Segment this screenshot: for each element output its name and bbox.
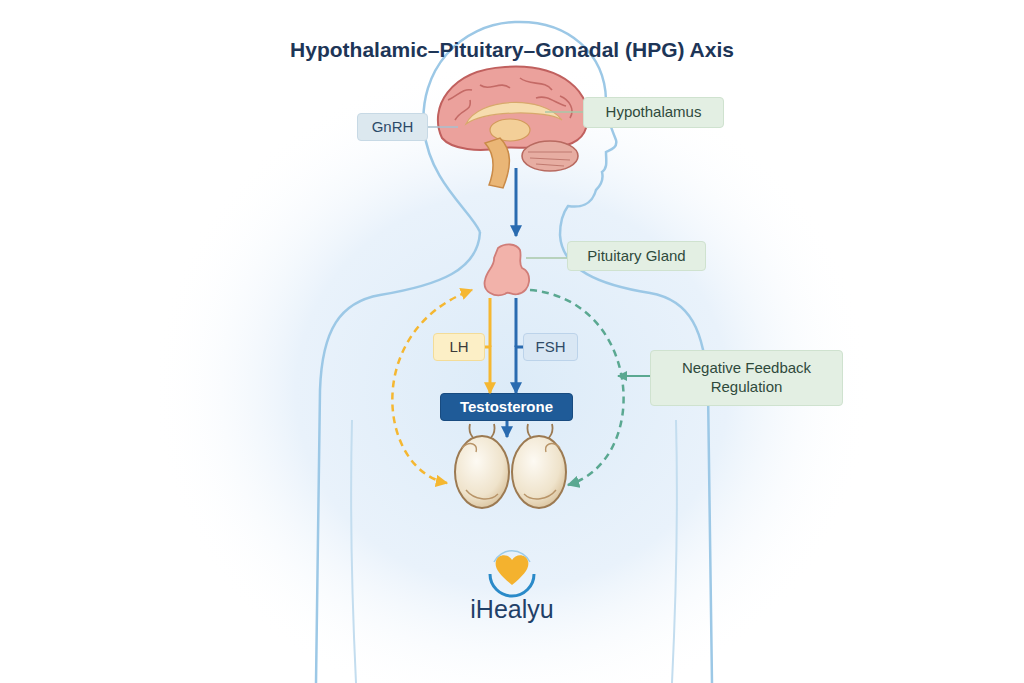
brainstem — [485, 138, 509, 188]
node-label: Negative Feedback Regulation — [661, 359, 832, 397]
note-box: Negative Feedback Regulation — [650, 350, 843, 406]
hormone-label: LH — [433, 333, 485, 361]
logo-heart — [496, 555, 529, 585]
leader-line — [545, 111, 583, 113]
testis-detail — [462, 444, 560, 499]
hormone-box: Testosterone — [440, 393, 573, 421]
node-label: Testosterone — [460, 398, 553, 417]
leader-line — [428, 126, 458, 128]
signal-arrow — [515, 168, 518, 236]
hormone-arrow — [516, 347, 523, 393]
thalamus — [490, 119, 530, 141]
diagram-title: Hypothalamic–Pituitary–Gonadal (HPG) Axi… — [262, 38, 762, 62]
node-label: Pituitary Gland — [587, 247, 685, 266]
body-outline — [560, 235, 712, 683]
fsh-line — [515, 298, 518, 347]
signal-arrow — [506, 421, 509, 437]
brain — [438, 67, 588, 150]
hormone-arrow — [485, 347, 490, 393]
arm-outline — [672, 420, 677, 683]
cerebellum — [522, 141, 578, 171]
hormone-label: FSH — [523, 333, 578, 361]
organ-label: Hypothalamus — [583, 97, 724, 128]
node-label: Hypothalamus — [606, 103, 702, 122]
arm-outline — [351, 420, 356, 683]
feedback-pointer — [618, 375, 650, 377]
lh-line — [489, 298, 492, 347]
cerebellum-folds — [528, 152, 572, 166]
node-label: LH — [449, 338, 468, 357]
background-glow — [152, 60, 872, 683]
organ-label: Pituitary Gland — [567, 241, 706, 271]
body-outline — [316, 232, 480, 683]
hormone-label: GnRH — [357, 113, 428, 141]
leader-line — [526, 257, 567, 259]
pituitary-gland — [485, 244, 530, 295]
watermark-logo: iHealyu — [432, 595, 592, 624]
node-label: FSH — [536, 338, 566, 357]
node-label: GnRH — [372, 118, 414, 137]
